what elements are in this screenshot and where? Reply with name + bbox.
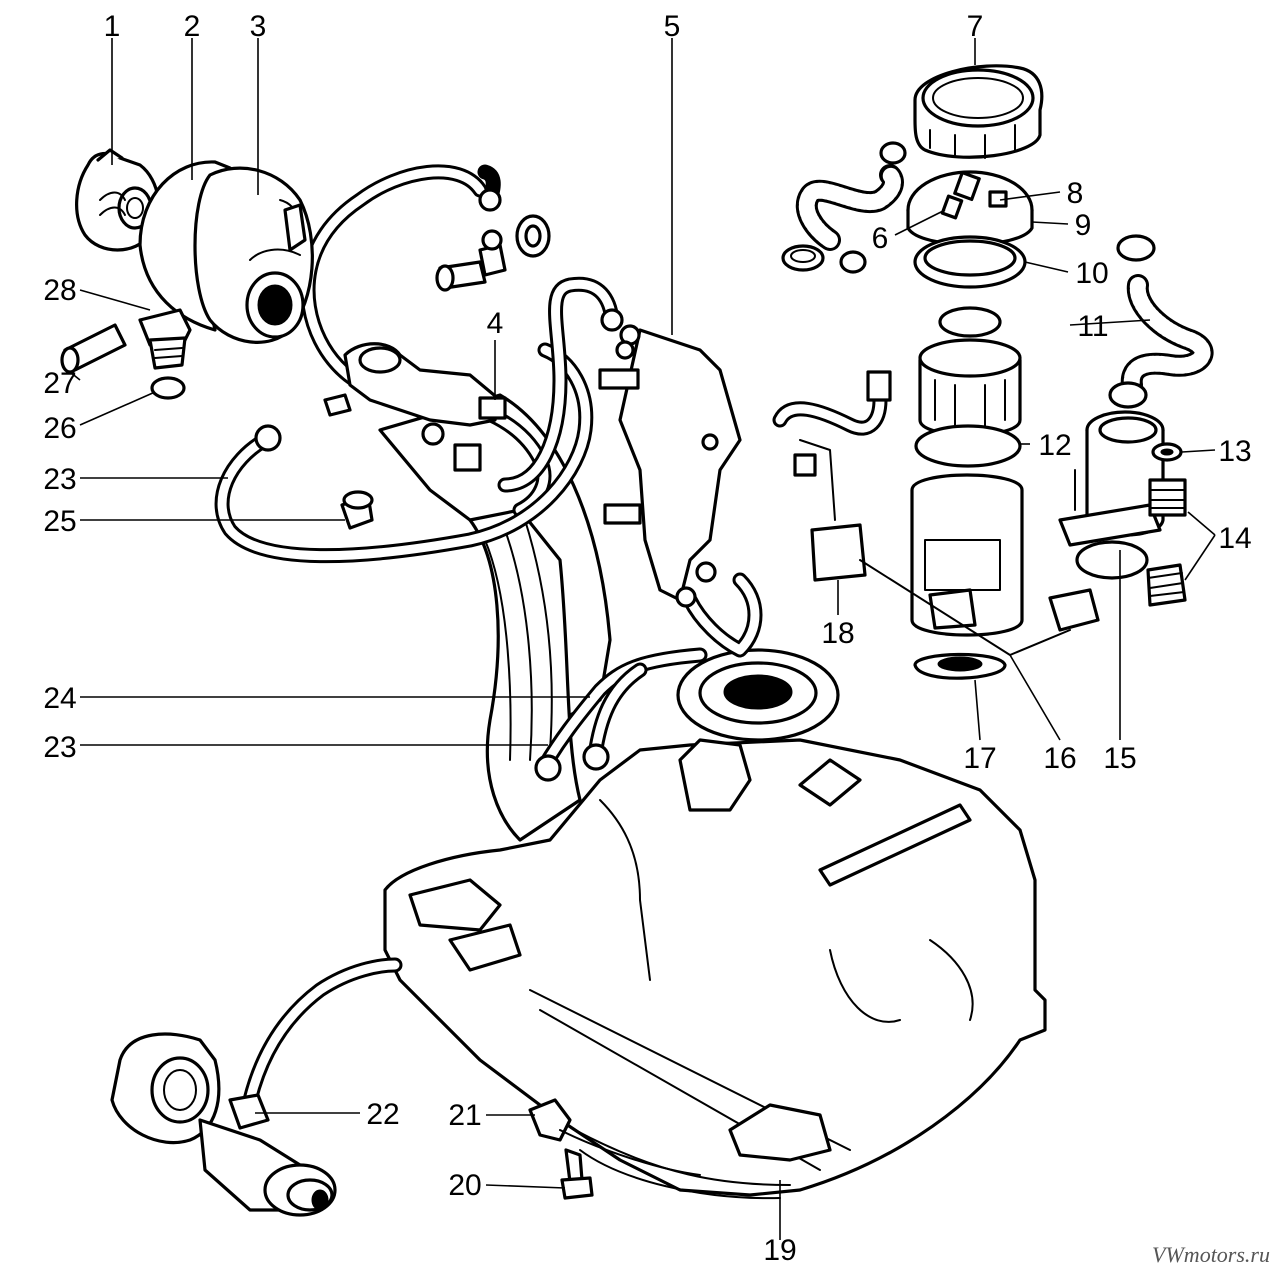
label-9: 9 [1075, 209, 1092, 242]
label-27: 27 [43, 367, 76, 400]
lock-ring-7 [913, 64, 1044, 159]
label-12: 12 [1038, 429, 1071, 462]
heat-shield-bracket [598, 328, 742, 602]
callout-labels: 1 2 3 4 5 6 7 8 9 10 11 12 13 14 15 16 1… [43, 10, 1251, 1267]
vent-hoses [534, 561, 763, 782]
filter-27 [60, 323, 127, 374]
label-25: 25 [43, 505, 76, 538]
washer-13 [1151, 442, 1183, 462]
seal-ring-10 [913, 235, 1027, 289]
return-hose [214, 342, 594, 564]
label-23b: 23 [43, 731, 76, 764]
label-14: 14 [1218, 522, 1251, 555]
pump-housing-12 [910, 306, 1024, 637]
fuel-tank [383, 648, 1047, 1200]
o-ring-26 [150, 376, 186, 400]
label-1: 1 [104, 10, 121, 43]
spring-14b [1146, 563, 1187, 607]
label-20: 20 [448, 1169, 481, 1202]
wiring-harness-18 [772, 370, 1100, 656]
vent-valve-28 [138, 308, 192, 370]
filler-housing-3 [193, 166, 314, 344]
label-15: 15 [1103, 742, 1136, 775]
vent-valve-assembly [323, 342, 507, 472]
plug-25 [340, 490, 374, 530]
label-16: 16 [1043, 742, 1076, 775]
tank-strap-clamp-21 [528, 1098, 701, 1176]
lower-filler-hose [242, 957, 403, 1108]
label-2: 2 [184, 10, 201, 43]
bolt-20 [560, 1148, 594, 1200]
label-11: 11 [1077, 310, 1108, 343]
lock-ring-17 [913, 652, 1007, 680]
label-3: 3 [250, 10, 267, 43]
spotted-hose-left [781, 141, 907, 274]
label-10: 10 [1075, 257, 1108, 290]
hose-fittings [435, 214, 551, 292]
spotted-hose-right [1108, 234, 1214, 409]
label-21: 21 [448, 1099, 481, 1132]
label-5: 5 [664, 10, 681, 43]
label-26: 26 [43, 412, 76, 445]
spring-14a [1148, 478, 1187, 517]
watermark: VWmotors.ru [1152, 1242, 1270, 1267]
label-17: 17 [963, 742, 996, 775]
filler-cap-22 [110, 1032, 337, 1217]
label-4: 4 [487, 307, 504, 340]
label-22: 22 [366, 1098, 399, 1131]
feed-hose [497, 276, 641, 493]
label-8: 8 [1067, 177, 1084, 210]
label-6: 6 [872, 222, 889, 255]
flange-cover-9 [906, 170, 1034, 250]
label-28: 28 [43, 274, 76, 307]
label-13: 13 [1218, 435, 1251, 468]
label-23a: 23 [43, 463, 76, 496]
label-19: 19 [763, 1234, 796, 1267]
leader-lines [69, 38, 1216, 1240]
label-24: 24 [43, 682, 76, 715]
fuel-pump-15 [1058, 410, 1165, 580]
label-7: 7 [967, 10, 984, 43]
label-18: 18 [821, 617, 854, 650]
